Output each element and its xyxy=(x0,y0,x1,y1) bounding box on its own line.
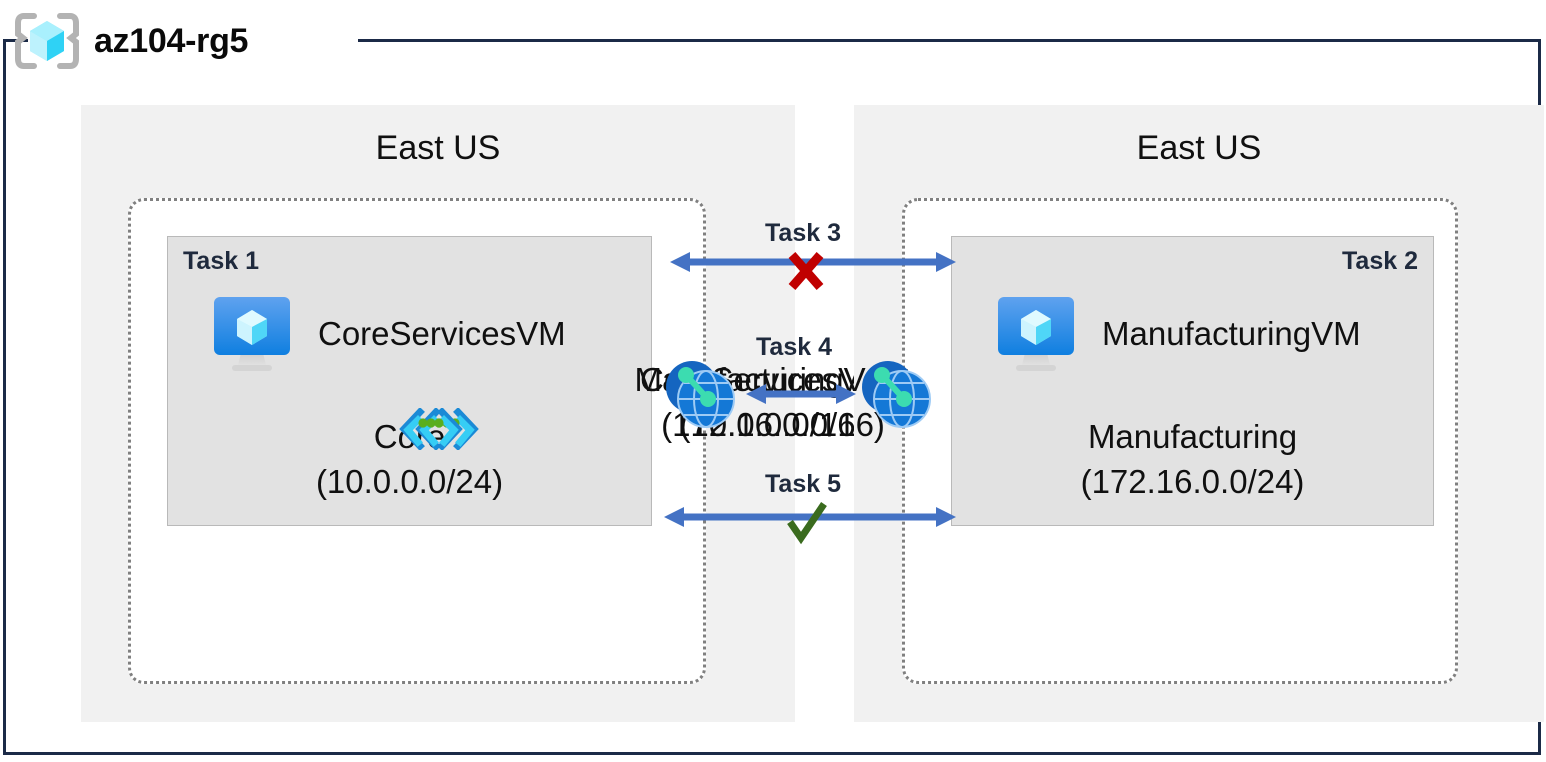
connection-label-task5: Task 5 xyxy=(765,470,841,498)
connection-arrow-task5 xyxy=(662,503,958,536)
resource-group-icon xyxy=(14,12,80,70)
virtual-machine-icon xyxy=(992,293,1080,375)
subnet-name-manufacturing: Manufacturing xyxy=(1087,418,1298,455)
title-gap-mask xyxy=(28,24,358,56)
connection-label-task4: Task 4 xyxy=(756,333,832,361)
connection-label-task3: Task 3 xyxy=(765,219,841,247)
task-tag-1: Task 1 xyxy=(183,247,259,275)
region-label-left: East US xyxy=(375,129,501,167)
vnet-icon-right xyxy=(398,407,464,451)
subnet-caption-manufacturing: Manufacturing (172.16.0.0/24) xyxy=(952,415,1433,504)
virtual-machine-icon xyxy=(208,293,296,375)
resource-group-header: az104-rg5 xyxy=(14,10,248,72)
red-x-icon xyxy=(786,249,826,296)
subnet-manufacturing: Task 2 xyxy=(951,236,1434,526)
peering-icon-right xyxy=(858,357,936,431)
peering-icon-left xyxy=(662,357,740,431)
vm-name-core-services: CoreServicesVM xyxy=(318,315,566,352)
subnet-core: Task 1 xyxy=(167,236,652,526)
connection-arrow-task4 xyxy=(744,380,858,413)
vm-name-manufacturing: ManufacturingVM xyxy=(1102,315,1361,352)
resource-group-name: az104-rg5 xyxy=(94,22,249,60)
vm-row-core: CoreServicesVM xyxy=(168,293,651,375)
region-label-right: East US xyxy=(1136,129,1262,167)
subnet-range-core: (10.0.0.0/24) xyxy=(315,462,504,500)
green-check-icon xyxy=(782,498,830,551)
subnet-range-manufacturing: (172.16.0.0/24) xyxy=(1080,462,1305,500)
vm-row-manufacturing: ManufacturingVM xyxy=(952,293,1433,375)
task-tag-2: Task 2 xyxy=(1342,247,1418,275)
